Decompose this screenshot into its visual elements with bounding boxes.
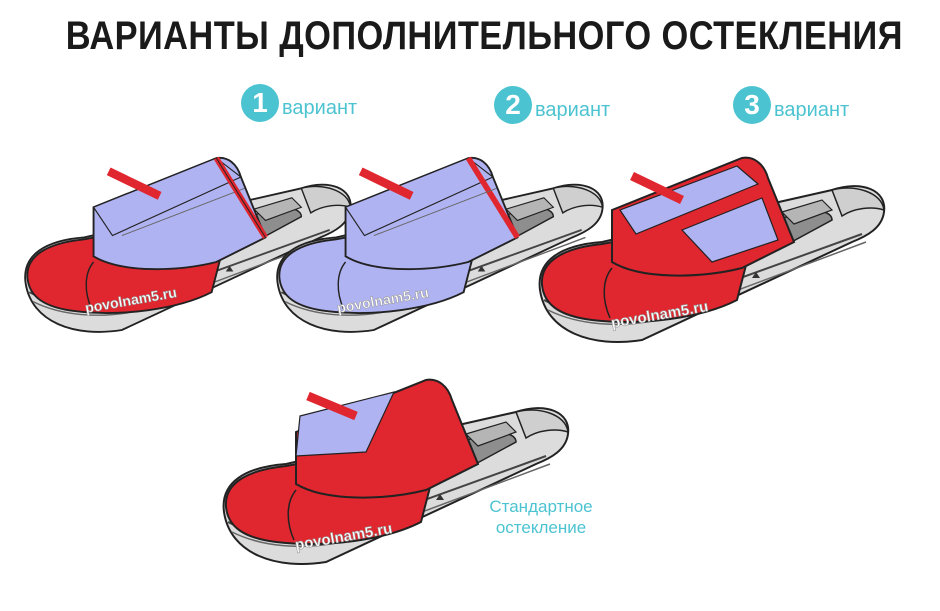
variant-3-text: вариант [774,98,850,121]
page-title: ВАРИАНТЫ ДОПОЛНИТЕЛЬНОГО ОСТЕКЛЕНИЯ [65,14,903,58]
variant-2-label: 2 вариант [494,86,610,124]
variant-2-number-badge: 2 [494,86,532,124]
boat-variant-1-illustration: povolnam5.ru [18,156,358,340]
variant-3-label: 3 вариант [733,86,849,124]
variant-1-label: 1 вариант [241,84,357,122]
standard-caption-line2: остекление [495,518,587,537]
variant-2-text: вариант [535,98,611,121]
variant-1-number-badge: 1 [241,84,279,122]
standard-glazing-caption: Стандартное остекление [466,496,616,538]
variant-3-number-badge: 3 [733,86,771,124]
boat-variant-2-illustration: povolnam5.ru [270,156,610,340]
boat-variant-3-illustration: povolnam5.ru [512,156,912,350]
variant-1-text: вариант [282,96,358,119]
standard-caption-line1: Стандартное [489,497,593,516]
boat-standard-illustration: povolnam5.ru [196,378,596,572]
